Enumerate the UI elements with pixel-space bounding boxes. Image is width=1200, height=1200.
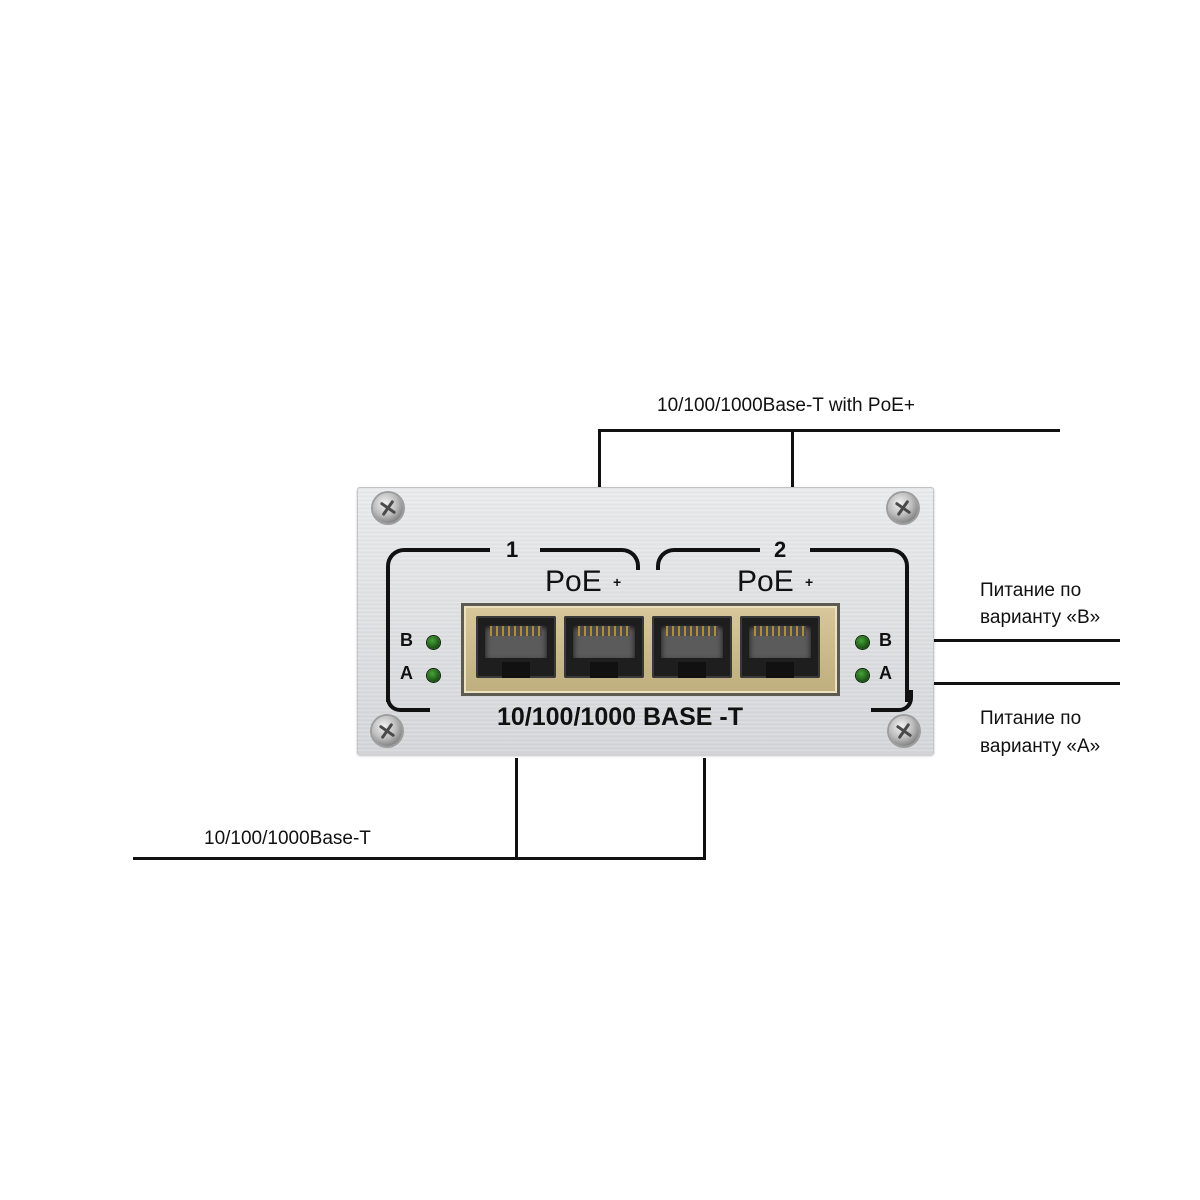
led-label-left-a: A xyxy=(400,663,413,683)
group-1-bracket-bottom xyxy=(386,690,430,712)
led-right-a xyxy=(856,669,869,682)
led-label-right-b: B xyxy=(879,630,892,650)
port-pins xyxy=(666,626,718,636)
group-1-bracket-top-right xyxy=(540,548,640,570)
screw-icon-top-left xyxy=(373,493,403,523)
power-a-label-line1: Питание по xyxy=(980,708,1082,729)
port-pins xyxy=(490,626,542,636)
top-callout-label: 10/100/1000Base-T with PoE+ xyxy=(657,395,915,416)
poe-label-1: PoE xyxy=(545,565,602,598)
rj45-port-4[interactable] xyxy=(740,616,820,678)
panel-bottom-label: 10/100/1000 BASE -T xyxy=(497,703,743,731)
led-left-a xyxy=(427,669,440,682)
screw-icon-bottom-right xyxy=(889,716,919,746)
power-a-line xyxy=(923,682,1120,685)
rj45-port-block xyxy=(461,603,840,696)
poe-plus-2: + xyxy=(805,574,814,590)
port-latch xyxy=(502,662,530,678)
top-callout-drop-1 xyxy=(598,429,601,535)
led-label-right-a: A xyxy=(879,663,892,683)
bottom-callout-line xyxy=(133,857,706,860)
group-1-bracket xyxy=(386,548,490,702)
bottom-callout-rise-2 xyxy=(703,758,706,860)
group-2-bracket-bottom xyxy=(871,690,913,712)
bottom-callout-label: 10/100/1000Base-T xyxy=(204,828,371,849)
poe-plus-1: + xyxy=(613,574,622,590)
led-right-b xyxy=(856,636,869,649)
led-label-left-b: B xyxy=(400,630,413,650)
screw-icon-bottom-left xyxy=(372,716,402,746)
power-a-label-line2: варианту «A» xyxy=(980,736,1101,757)
led-left-b xyxy=(427,636,440,649)
group-2-number: 2 xyxy=(774,537,787,562)
port-pins xyxy=(578,626,630,636)
top-callout-drop-2 xyxy=(791,429,794,535)
power-b-label-line2: варианту «B» xyxy=(980,607,1101,628)
group-2-bracket xyxy=(810,548,909,702)
screw-icon-top-right xyxy=(888,493,918,523)
port-latch xyxy=(678,662,706,678)
group-1-number: 1 xyxy=(506,537,519,562)
rj45-port-2[interactable] xyxy=(564,616,644,678)
power-b-line xyxy=(923,639,1120,642)
power-b-label-line1: Питание по xyxy=(980,580,1082,601)
port-latch xyxy=(590,662,618,678)
rj45-port-3[interactable] xyxy=(652,616,732,678)
bottom-callout-rise-1 xyxy=(515,758,518,860)
group-2-bracket-top-left xyxy=(656,548,760,570)
port-pins xyxy=(754,626,806,636)
top-callout-line xyxy=(598,429,1060,432)
port-latch xyxy=(766,662,794,678)
poe-label-2: PoE xyxy=(737,565,794,598)
rj45-port-1[interactable] xyxy=(476,616,556,678)
